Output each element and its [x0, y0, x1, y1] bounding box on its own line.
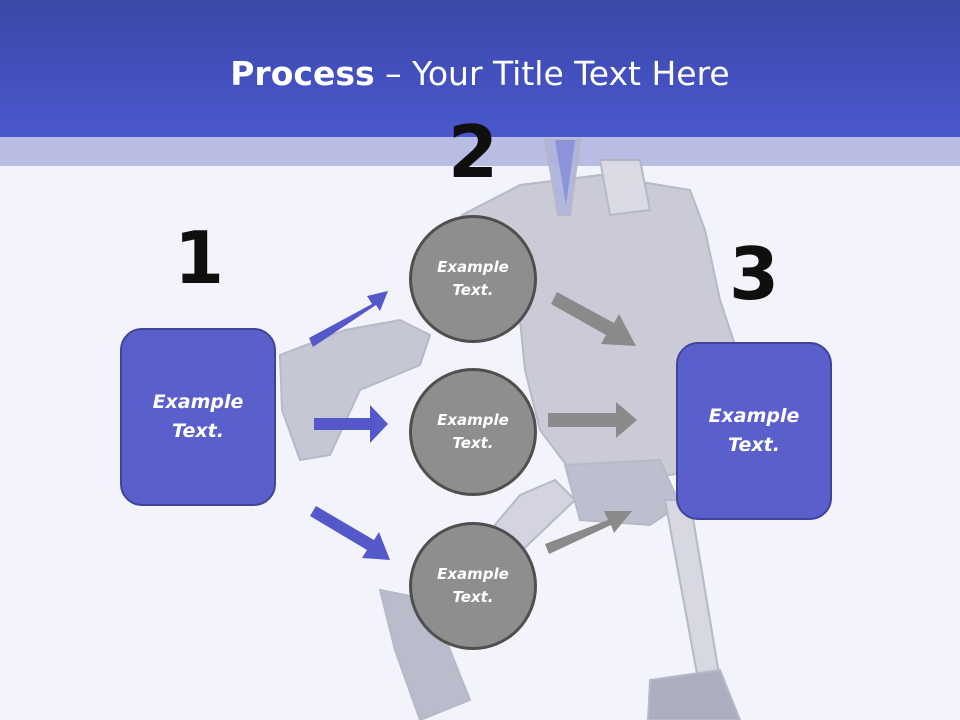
header-accent-strip [0, 137, 960, 166]
left-step-box: Example Text. [120, 328, 276, 506]
step-circle-bottom: Example Text. [409, 522, 537, 650]
header-band [0, 0, 960, 137]
circle-top-text: Example Text. [437, 258, 509, 299]
step-number-2: 2 [447, 110, 499, 194]
step-number-1: 1 [173, 216, 225, 300]
right-step-text: Example Text. [708, 405, 800, 456]
circle-bottom-text: Example Text. [437, 565, 509, 606]
step-circle-top: Example Text. [409, 215, 537, 343]
robot-accent-shape [555, 140, 575, 205]
title-rest-part: – Your Title Text Here [374, 54, 730, 93]
circle-middle-text: Example Text. [437, 411, 509, 452]
title-bold-part: Process [230, 54, 375, 93]
arrow-left-to-bottom [310, 506, 390, 560]
arrow-bottom-to-right [545, 511, 632, 554]
page-title: Process – Your Title Text Here [0, 52, 960, 96]
arrow-left-to-top [309, 291, 388, 347]
step-number-3: 3 [728, 232, 780, 316]
arrow-left-to-middle [314, 405, 388, 443]
right-step-box: Example Text. [676, 342, 832, 520]
arrow-middle-to-right [548, 402, 637, 438]
arrow-top-to-right [551, 292, 636, 346]
left-step-text: Example Text. [152, 391, 244, 442]
step-circle-middle: Example Text. [409, 368, 537, 496]
